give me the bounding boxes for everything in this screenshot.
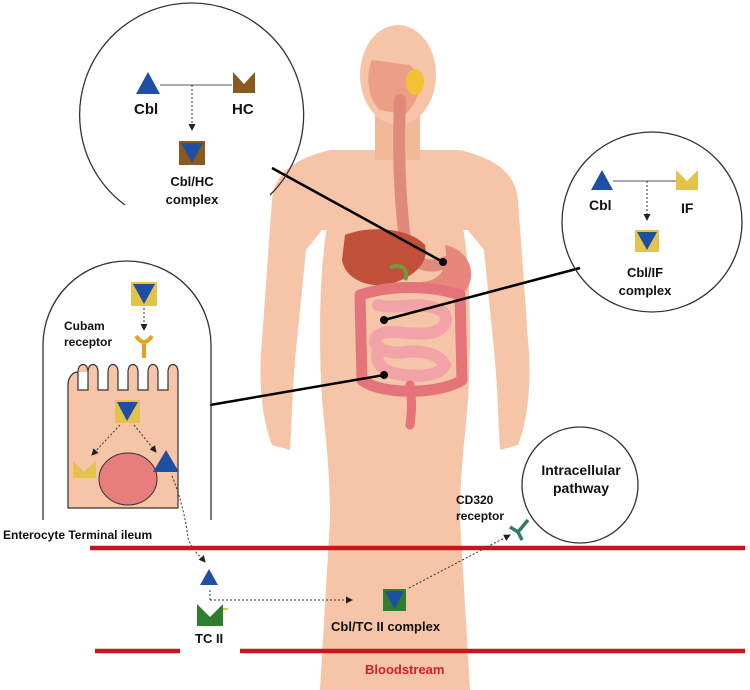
hc-haptocorrin-icon [233,72,255,93]
cbl-tc2-complex-label: Cbl/TC II complex [331,619,441,634]
cbl-triangle-icon-2 [591,170,613,190]
if-intrinsic-factor-icon [676,170,698,190]
enterocyte-capsule-outline [42,260,212,520]
if-bubble-outline [561,131,743,313]
cbl-if-complex-label-line1: Cbl/IF [626,265,664,280]
cubam-receptor-icon [134,334,154,358]
cd320-receptor-icon [509,518,530,541]
connector-line-stomach [271,166,444,264]
cbl-if-complex-cbl-icon [637,232,657,250]
cbl-hc-complex-label-line1: Cbl/HC [170,174,214,189]
bloodstream-label: Bloodstream [365,662,445,677]
cbl-hc-complex-label-line2: complex [165,192,219,207]
released-cbl-icon [153,450,179,472]
blood-cbl-icon [200,569,218,585]
intracellular-pathway-circle [521,426,639,544]
tc2-label: TC II [195,631,224,646]
tc2-transcobalamin-icon [197,604,223,626]
cd320-receptor-label-line2: receptor [456,509,505,523]
intracellular-pathway-label-line1: Intracellular [541,462,621,478]
cd320-receptor-label-line1: CD320 [456,493,494,507]
cbl-if-complex-label-line2: complex [618,283,672,298]
cbl-triangle-icon [136,72,160,94]
enterocyte-terminal-ileum-label: Enterocyte Terminal ileum [3,528,153,542]
cubam-receptor-label-line1: Cubam [64,319,105,333]
connector-line-duodenum [383,266,581,322]
ileum-dot [380,371,388,379]
if-label: IF [681,200,694,216]
if-bubble-cbl-label: Cbl [589,197,612,213]
cbl-hc-complex-cbl-icon [181,143,203,163]
intracellular-pathway-label-line2: pathway [552,480,609,496]
nucleus [98,452,158,506]
hc-label: HC [232,101,254,118]
connector-line-ileum [209,373,385,407]
released-if-icon [73,461,96,478]
cubam-receptor-label-line2: receptor [64,335,113,349]
duodenum-dot [380,316,388,324]
hc-bubble-cbl-label: Cbl [134,101,159,118]
human-body-figure [260,25,530,690]
hc-bubble-outline [78,2,305,206]
stomach-dot [439,258,447,266]
